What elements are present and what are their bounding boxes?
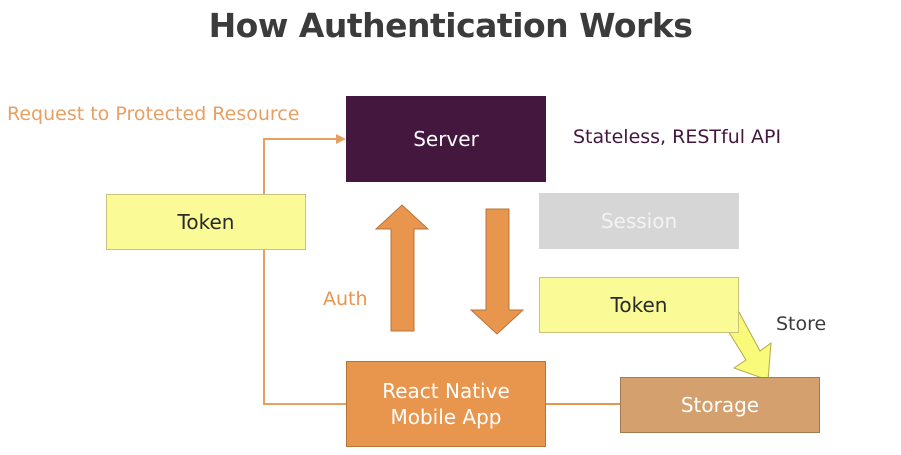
storage-box: Storage — [620, 377, 820, 433]
app-label-line2: Mobile App — [390, 405, 502, 429]
server-box: Server — [346, 96, 546, 182]
token-right-label: Token — [610, 293, 668, 317]
response-arrow — [469, 208, 525, 335]
request-connector — [263, 138, 346, 405]
token-box-left: Token — [106, 194, 306, 250]
request-arrowhead — [336, 134, 346, 144]
api-label: Stateless, RESTful API — [573, 126, 782, 148]
token-box-right: Token — [539, 277, 739, 333]
storage-label: Storage — [680, 393, 760, 417]
auth-arrow — [374, 204, 430, 332]
session-label: Session — [600, 209, 678, 233]
store-label: Store — [776, 313, 827, 335]
token-left-label: Token — [177, 210, 235, 234]
auth-label: Auth — [323, 288, 368, 310]
mobile-app-box: React Native Mobile App — [346, 361, 546, 447]
request-label: Request to Protected Resource — [7, 103, 300, 125]
session-box: Session — [539, 193, 739, 249]
page-title: How Authentication Works — [208, 6, 693, 45]
app-label-line1: React Native — [382, 379, 510, 403]
server-label: Server — [413, 127, 479, 151]
